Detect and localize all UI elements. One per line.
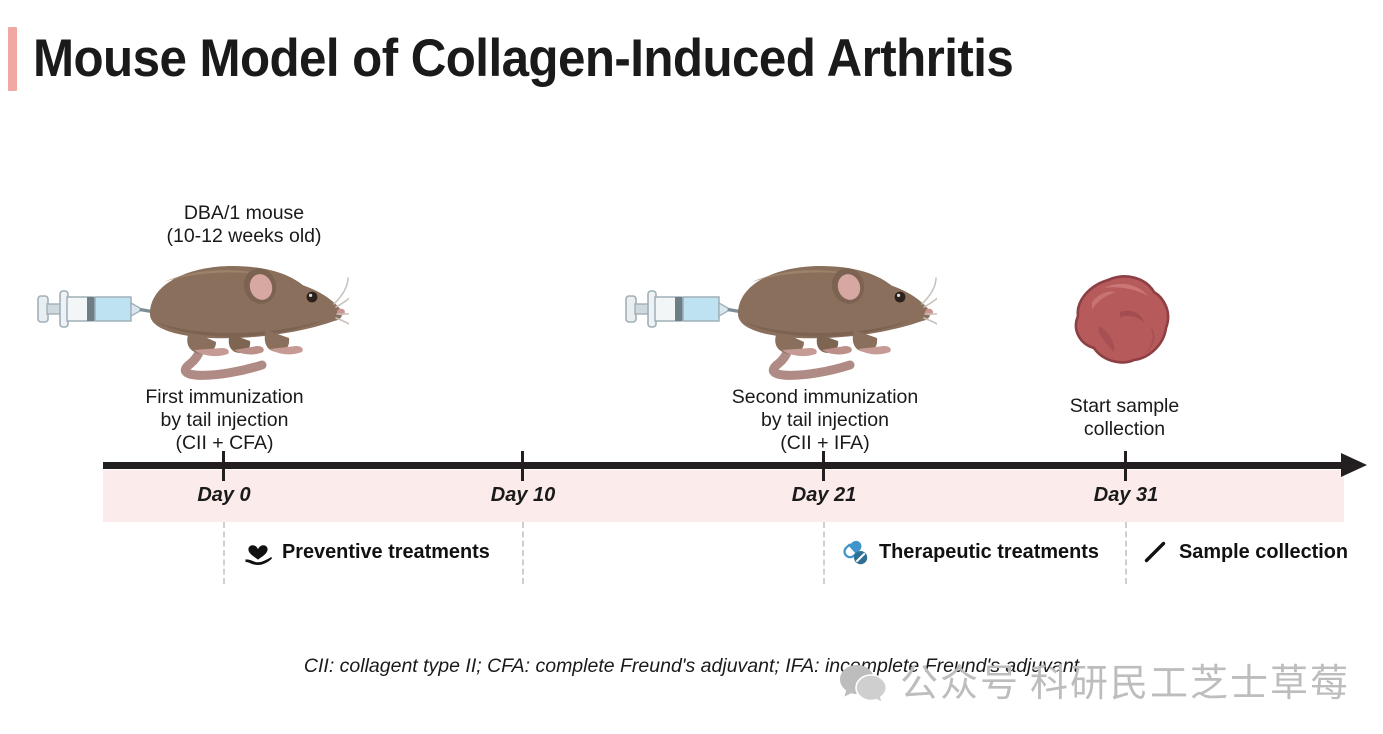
timeline-label-day31: Day 31 xyxy=(1093,484,1159,506)
timeline-dash-day0 xyxy=(223,522,225,584)
legend-label-therapeutic: Therapeutic treatments xyxy=(879,540,1099,563)
timeline-label-day10: Day 10 xyxy=(490,484,556,506)
timeline-dash-day31 xyxy=(1125,522,1127,584)
animal-caption: DBA/1 mouse (10-12 weeks old) xyxy=(166,202,322,247)
title-accent-bar xyxy=(8,27,17,91)
page-title: Mouse Model of Collagen-Induced Arthriti… xyxy=(33,29,1014,88)
timeline-band xyxy=(103,470,1344,522)
timeline-arrowhead xyxy=(1341,453,1367,477)
timeline-tick-day10 xyxy=(521,451,525,481)
timeline-dash-day10 xyxy=(522,522,524,584)
mouse-with-syringe-icon xyxy=(4,252,361,382)
legend-label-preventive: Preventive treatments xyxy=(282,540,490,563)
timeline-dash-day21 xyxy=(823,522,825,584)
tissue-blob-icon xyxy=(1064,272,1184,382)
timeline-tick-day31 xyxy=(1124,451,1128,481)
event-caption-sample-collection: Start sample collection xyxy=(1069,395,1180,440)
mouse-with-syringe-icon-2 xyxy=(592,252,949,382)
legend-item-therapeutic[interactable]: Therapeutic treatments xyxy=(840,537,1106,567)
pills-icon xyxy=(840,537,870,567)
legend-item-preventive[interactable]: Preventive treatments xyxy=(243,537,496,567)
hand-holding-heart-icon xyxy=(243,537,273,567)
timeline-axis xyxy=(103,462,1346,469)
legend-item-collection[interactable]: Sample collection xyxy=(1140,537,1353,567)
event-caption-second-immunization: Second immunization by tail injection (C… xyxy=(731,386,919,454)
timeline-label-day0: Day 0 xyxy=(197,484,251,506)
needle-slash-icon xyxy=(1140,537,1170,567)
footnote: CII: collagent type II; CFA: complete Fr… xyxy=(303,655,1080,677)
timeline-label-day21: Day 21 xyxy=(791,484,857,506)
title-block: Mouse Model of Collagen-Induced Arthriti… xyxy=(8,27,1087,91)
timeline-tick-day0 xyxy=(222,451,226,481)
legend-label-collection: Sample collection xyxy=(1179,540,1349,563)
timeline-tick-day21 xyxy=(822,451,826,481)
event-caption-first-immunization: First immunization by tail injection (CI… xyxy=(145,386,304,454)
